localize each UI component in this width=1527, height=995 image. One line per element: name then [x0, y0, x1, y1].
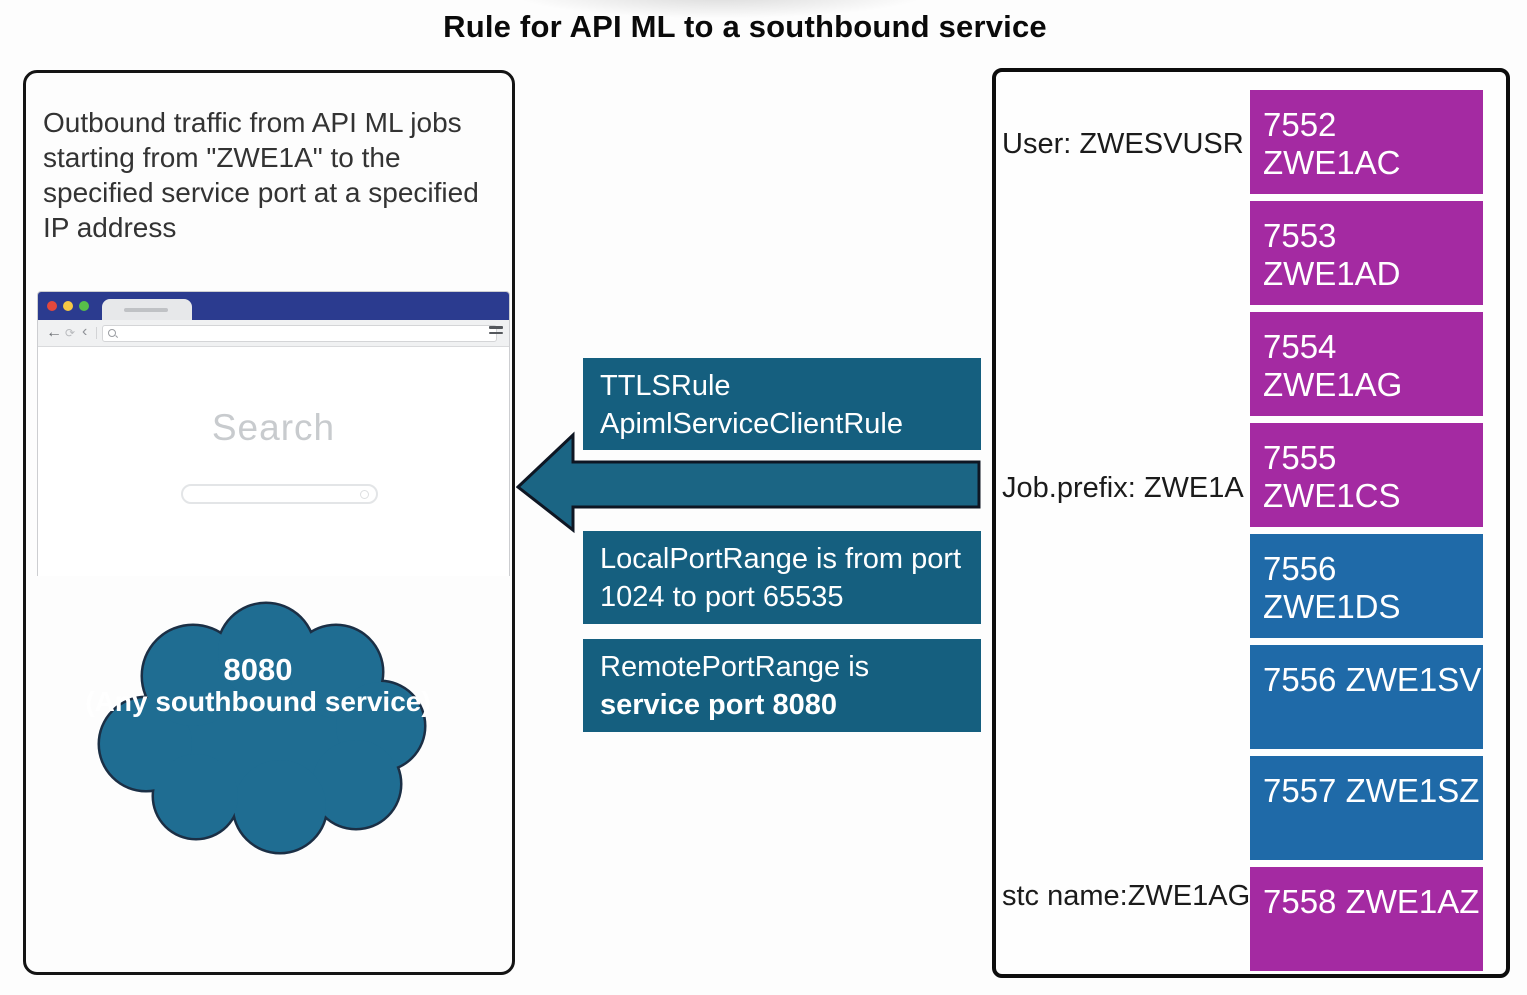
browser-toolbar: ← ⟳ ‹ [38, 320, 509, 347]
tab-title-placeholder [124, 308, 168, 312]
ttls-rule-line2: ApimlServiceClientRule [600, 408, 903, 440]
user-label: User: ZWESVUSR [1002, 128, 1244, 160]
panel-description: Outbound traffic from API ML jobs starti… [43, 107, 479, 243]
cloud-shape [88, 594, 428, 856]
remote-port-line2: service port 8080 [600, 689, 837, 721]
page-title: Rule for API ML to a southbound service [443, 9, 1047, 44]
left-arrow-icon [516, 431, 981, 534]
jobs-ports-panel: User: ZWESVUSR Job.prefix: ZWE1A stc nam… [992, 68, 1510, 978]
hamburger-menu-icon[interactable] [489, 326, 503, 338]
job-prefix-label: Job.prefix: ZWE1A [1002, 472, 1244, 504]
ttls-rule-line1: TTLSRule [600, 370, 731, 402]
port-box: 7552 ZWE1AC [1250, 90, 1483, 194]
port-box: 7555 ZWE1CS [1250, 423, 1483, 527]
cloud-port: 8080 [223, 652, 293, 687]
chevron-left-icon[interactable]: ‹ [82, 323, 88, 340]
browser-titlebar [38, 292, 509, 320]
port-box: 7557 ZWE1SZ [1250, 756, 1483, 860]
ttls-rule-box: TTLSRule ApimlServiceClientRule [583, 358, 981, 450]
outbound-traffic-panel: Outbound traffic from API ML jobs starti… [23, 70, 515, 975]
stc-name-label: stc name:ZWE1AG [1002, 880, 1251, 912]
port-list: 7552 ZWE1AC 7553 ZWE1AD 7554 ZWE1AG 7555… [1250, 90, 1483, 971]
search-icon [108, 329, 116, 337]
toolbar-divider [96, 327, 97, 339]
port-box: 7556 ZWE1DS [1250, 534, 1483, 638]
local-port-line2: 1024 to port 65535 [600, 581, 844, 613]
maximize-window-dot[interactable] [79, 301, 89, 311]
search-heading: Search [211, 407, 336, 448]
address-bar-input[interactable] [102, 325, 497, 342]
southbound-service-cloud: 8080 (Any southbound service) [85, 594, 431, 856]
back-icon[interactable]: ← [46, 324, 62, 341]
remote-port-line1: RemotePortRange is [600, 651, 870, 683]
port-box: 7558 ZWE1AZ [1250, 867, 1483, 971]
magnifier-icon [360, 490, 369, 499]
cloud-label: (Any southbound service) [85, 686, 431, 717]
minimize-window-dot[interactable] [63, 301, 73, 311]
close-window-dot[interactable] [47, 301, 57, 311]
port-box: 7553 ZWE1AD [1250, 201, 1483, 305]
port-box: 7554 ZWE1AG [1250, 312, 1483, 416]
browser-window: ← ⟳ ‹ Search [37, 291, 510, 576]
local-port-line1: LocalPortRange is from port [600, 543, 962, 575]
search-input[interactable] [181, 484, 378, 504]
browser-tab[interactable] [102, 299, 192, 320]
refresh-icon[interactable]: ⟳ [65, 326, 76, 340]
remote-port-range-box: RemotePortRange is service port 8080 [583, 639, 981, 732]
port-box: 7556 ZWE1SV [1250, 645, 1483, 749]
browser-content: Search [38, 347, 509, 576]
top-cropped-smudge [515, 0, 925, 18]
local-port-range-box: LocalPortRange is from port 1024 to port… [583, 531, 981, 624]
